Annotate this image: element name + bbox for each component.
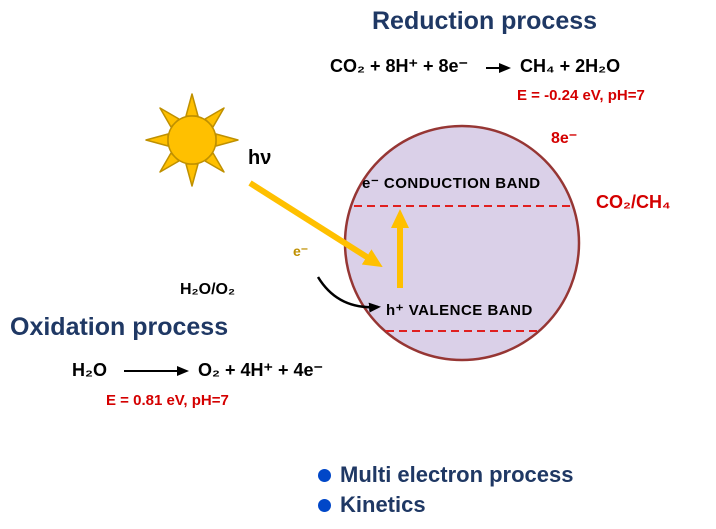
- electron-count-label: 8e⁻: [551, 130, 578, 147]
- bullet-label: Multi electron process: [340, 462, 574, 487]
- bullet-dot-icon: [318, 468, 331, 482]
- photocatalyst-particle-circle: [343, 124, 581, 362]
- oxidation-reactants: H₂O: [72, 360, 107, 380]
- bullet-dot-icon: [318, 498, 331, 512]
- bullet-label: Kinetics: [340, 492, 426, 517]
- valence-band-label: h⁺ VALENCE BAND: [386, 302, 533, 319]
- conduction-band-label: e⁻ CONDUCTION BAND: [362, 175, 541, 192]
- h2o-o2-redox-couple-label: H₂O/O₂: [180, 281, 236, 298]
- sun-icon: [145, 93, 239, 187]
- bullet-item-multi-electron: Multi electron process: [318, 462, 574, 488]
- co2-ch4-redox-couple-label: CO₂/CH₄: [596, 192, 671, 212]
- photon-hv-label: hν: [248, 147, 272, 169]
- reduction-products: CH₄ + 2H₂O: [520, 56, 621, 76]
- bullet-item-kinetics: Kinetics: [318, 492, 426, 518]
- oxidation-potential: E = 0.81 eV, pH=7: [106, 392, 229, 409]
- oxidation-process-title: Oxidation process: [10, 313, 229, 341]
- photogenerated-electron-label: e⁻: [293, 243, 309, 259]
- hole-transfer-arrow: [316, 276, 381, 313]
- reduction-reactants: CO₂ + 8H⁺ + 8e⁻: [330, 56, 469, 76]
- oxidation-products: O₂ + 4H⁺ + 4e⁻: [198, 360, 324, 380]
- reduction-process-title: Reduction process: [372, 7, 598, 35]
- light-beam-arrow: [248, 180, 383, 268]
- reduction-potential: E = -0.24 eV, pH=7: [517, 87, 645, 104]
